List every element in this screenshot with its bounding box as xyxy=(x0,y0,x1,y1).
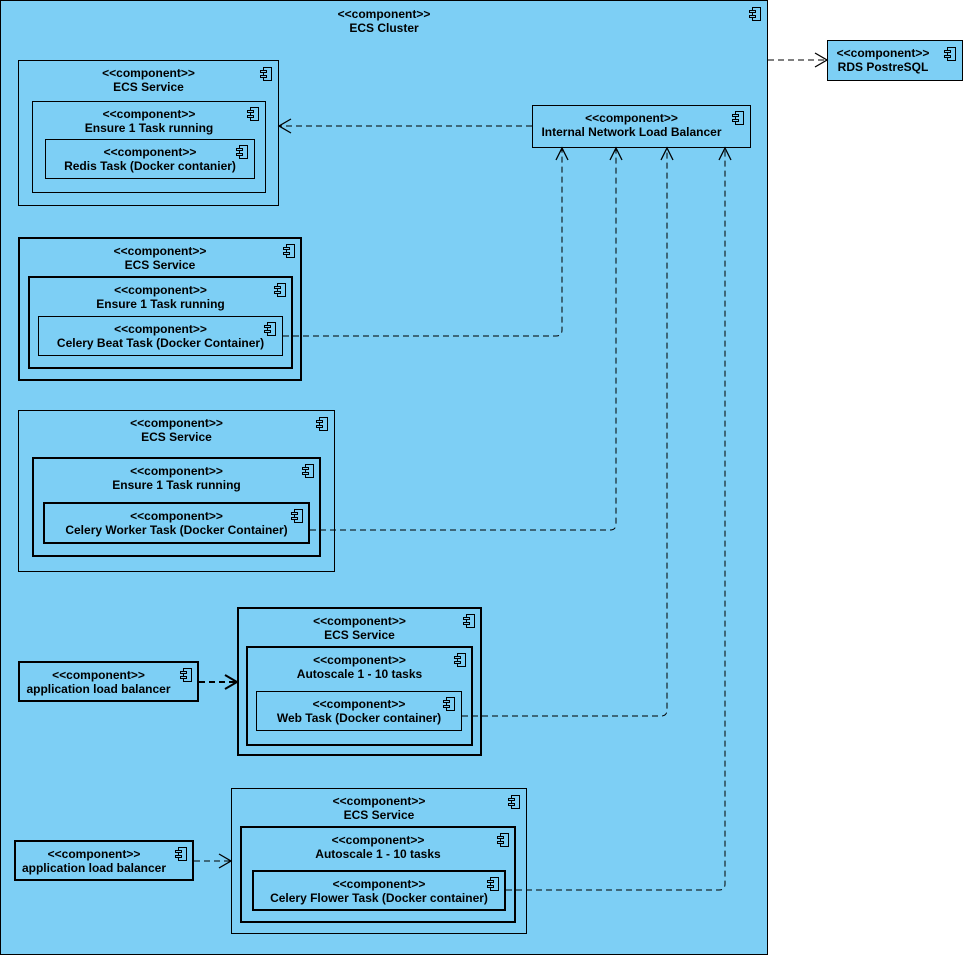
arrowhead xyxy=(609,146,623,161)
policy-name: Ensure 1 Task running xyxy=(84,121,214,135)
stereotype: <<component>> xyxy=(103,145,197,159)
component-icon xyxy=(497,833,509,847)
task-name: Celery Worker Task (Docker Container) xyxy=(65,523,288,537)
component-icon xyxy=(236,145,248,159)
component-icon xyxy=(732,111,744,125)
stereotype: <<component>> xyxy=(836,46,930,60)
arrowhead xyxy=(218,853,233,869)
component-icon xyxy=(264,322,276,336)
cluster-name: ECS Cluster xyxy=(349,21,419,35)
component-icon xyxy=(247,107,259,121)
component-icon xyxy=(291,509,303,523)
policy-name: Ensure 1 Task running xyxy=(112,478,241,492)
stereotype: <<component>> xyxy=(130,509,223,523)
stereotype: <<component>> xyxy=(585,111,678,125)
service-name: ECS Service xyxy=(343,808,415,822)
flower-task[interactable]: <<component>> Celery Flower Task (Docker… xyxy=(252,870,506,911)
web-task[interactable]: <<component>> Web Task (Docker container… xyxy=(256,691,462,731)
policy-name: Ensure 1 Task running xyxy=(96,297,225,311)
component-icon xyxy=(283,244,295,258)
stereotype: <<component>> xyxy=(102,66,195,80)
rds-name: RDS PostreSQL xyxy=(837,60,929,74)
stereotype: <<component>> xyxy=(312,697,406,711)
stereotype: <<component>> xyxy=(102,107,196,121)
stereotype: <<component>> xyxy=(113,244,207,258)
component-icon xyxy=(749,7,761,21)
internal-nlb[interactable]: <<component>> Internal Network Load Bala… xyxy=(532,105,751,148)
alb-name: application load balancer xyxy=(26,682,171,696)
rds-postgresql[interactable]: <<component>> RDS PostreSQL xyxy=(827,40,963,81)
nlb-name: Internal Network Load Balancer xyxy=(541,125,722,139)
policy-name: Autoscale 1 - 10 tasks xyxy=(296,667,423,681)
stereotype: <<component>> xyxy=(337,7,431,21)
stereotype: <<component>> xyxy=(332,877,426,891)
policy-name: Autoscale 1 - 10 tasks xyxy=(315,847,441,861)
task-name: Redis Task (Docker contanier) xyxy=(64,159,236,173)
stereotype: <<component>> xyxy=(114,283,207,297)
arrowhead xyxy=(555,146,569,161)
component-icon xyxy=(260,67,272,81)
component-icon xyxy=(944,47,956,61)
service-name: ECS Service xyxy=(324,628,395,642)
stereotype: <<component>> xyxy=(130,416,223,430)
arrowhead xyxy=(224,674,239,690)
component-icon xyxy=(316,417,328,431)
service-name: ECS Service xyxy=(141,430,212,444)
stereotype: <<component>> xyxy=(332,794,426,808)
component-icon xyxy=(487,877,499,891)
redis-task[interactable]: <<component>> Redis Task (Docker contani… xyxy=(45,139,255,179)
task-name: Web Task (Docker container) xyxy=(276,711,442,725)
worker-to-nlb-edge xyxy=(310,149,617,531)
component-icon xyxy=(175,847,187,861)
stereotype: <<component>> xyxy=(114,322,207,336)
stereotype: <<component>> xyxy=(47,847,141,861)
web-to-nlb-edge xyxy=(462,149,668,717)
beat-task[interactable]: <<component>> Celery Beat Task (Docker C… xyxy=(38,316,283,356)
stereotype: <<component>> xyxy=(130,464,223,478)
component-icon xyxy=(180,668,192,682)
task-name: Celery Beat Task (Docker Container) xyxy=(56,336,265,350)
component-icon xyxy=(463,614,475,628)
flower-alb[interactable]: <<component>> application load balancer xyxy=(14,840,194,881)
component-icon xyxy=(274,283,286,297)
arrowhead xyxy=(718,146,732,161)
arrowhead xyxy=(277,118,292,134)
flower-to-nlb-edge xyxy=(506,149,726,891)
service-name: ECS Service xyxy=(124,258,196,272)
stereotype: <<component>> xyxy=(331,833,425,847)
task-name: Celery Flower Task (Docker container) xyxy=(270,891,488,905)
worker-task[interactable]: <<component>> Celery Worker Task (Docker… xyxy=(43,502,310,544)
alb-name: application load balancer xyxy=(21,861,167,875)
arrowhead xyxy=(660,146,674,161)
stereotype: <<component>> xyxy=(313,653,406,667)
component-icon xyxy=(443,697,455,711)
component-icon xyxy=(508,795,520,809)
arrowhead xyxy=(814,52,829,68)
web-alb[interactable]: <<component>> application load balancer xyxy=(18,661,199,702)
service-name: ECS Service xyxy=(113,80,184,94)
beat-to-nlb-edge xyxy=(283,149,563,337)
component-icon xyxy=(454,653,466,667)
component-icon xyxy=(302,464,314,478)
stereotype: <<component>> xyxy=(313,614,406,628)
stereotype: <<component>> xyxy=(52,668,145,682)
